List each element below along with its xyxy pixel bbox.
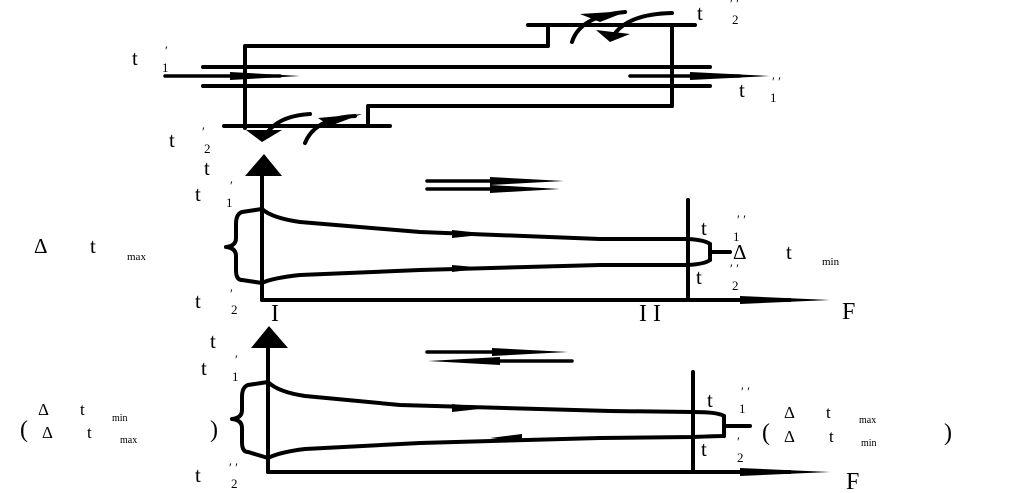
label-t2-dprime-top-sub: 2 bbox=[732, 12, 739, 27]
label-t2p-2-sub: 2 bbox=[737, 450, 744, 465]
label-t1-prime-top-sub: 1 bbox=[162, 60, 169, 75]
shell-return-head bbox=[596, 30, 630, 42]
label-delta-min-1: Δ bbox=[733, 240, 747, 264]
left-brace-1 bbox=[224, 210, 244, 282]
label-t1dp-2-sub: 1 bbox=[739, 401, 746, 416]
shell-outlet-head-2 bbox=[318, 114, 362, 126]
label-t2p-1-sub: 2 bbox=[231, 302, 238, 317]
label-t1dp-2: t bbox=[707, 388, 713, 412]
label-t1p-1: t bbox=[195, 182, 201, 206]
left-brace-2 bbox=[230, 383, 250, 454]
label-roman-one: I bbox=[271, 301, 279, 327]
shell-outlet-head bbox=[246, 130, 282, 142]
label-delta-min-2: Δ bbox=[38, 400, 49, 419]
label-delta-min-1-t: t bbox=[786, 240, 792, 264]
label-t2dp-2-mark: ′ ′ bbox=[229, 460, 238, 475]
cold-curve-2 bbox=[246, 434, 726, 460]
label-t2-prime-top-sub: 2 bbox=[204, 141, 211, 156]
label-delta-max-1-t: t bbox=[90, 234, 96, 258]
flow-arrow-1b-head bbox=[490, 185, 560, 193]
label-delta-min-2-t: t bbox=[80, 400, 85, 419]
bracket-close-right: ) bbox=[944, 420, 952, 446]
label-t1-dprime-top-mark: ′ ′ bbox=[772, 74, 781, 89]
label-t1-prime-top-mark: ′ bbox=[165, 43, 168, 58]
label-t1p-2-sub: 1 bbox=[232, 369, 239, 384]
label-t2p-1-mark: ′ bbox=[230, 286, 233, 301]
bracket-open-right: ( bbox=[762, 420, 770, 446]
label-t1p-1-mark: ′ bbox=[230, 178, 233, 193]
label-delta-max-1-sub: max bbox=[127, 251, 146, 263]
label-roman-two: I I bbox=[639, 301, 661, 327]
inlet-arrowhead bbox=[230, 72, 300, 80]
label-delta-min-2-sub: min bbox=[112, 413, 128, 424]
label-flow-f-1: F bbox=[842, 299, 855, 325]
cold-curve-1 bbox=[240, 258, 712, 285]
hot-curve-2 bbox=[246, 380, 726, 418]
label-flow-f-2: F bbox=[846, 469, 859, 493]
shell-bottom bbox=[366, 104, 674, 128]
label-delta-max-2-t: t bbox=[87, 423, 92, 442]
label-delta-min-3: Δ bbox=[784, 427, 795, 446]
label-delta-max-1: Δ bbox=[34, 234, 48, 258]
label-delta-min-1-sub: min bbox=[822, 256, 840, 268]
label-t2dp-2: t bbox=[195, 463, 201, 487]
bracket-open-left: ( bbox=[20, 417, 28, 443]
flow-arrow-1a-head bbox=[490, 177, 564, 185]
hot-curve-1-arrow bbox=[452, 230, 490, 238]
label-t2-dprime-top: t bbox=[697, 1, 703, 25]
label-t1dp-2-mark: ′ ′ bbox=[741, 384, 750, 399]
curve-arrow-2 bbox=[452, 404, 488, 412]
label-t2p-2-mark: ′ bbox=[737, 434, 740, 449]
label-axis-t-1: t bbox=[204, 156, 210, 180]
label-t1-dprime-top: t bbox=[739, 78, 745, 102]
bracket-close-left: ) bbox=[210, 417, 218, 443]
flow-arrow-2b-head bbox=[428, 357, 500, 365]
label-delta-max-3-sub: max bbox=[859, 415, 876, 426]
label-t1-dprime-top-sub: 1 bbox=[770, 90, 777, 105]
label-t2dp-1-sub: 2 bbox=[732, 278, 739, 293]
label-t1p-1-sub: 1 bbox=[226, 195, 233, 210]
label-t1dp-1-sub: 1 bbox=[733, 229, 740, 244]
label-t2p-2: t bbox=[701, 437, 707, 461]
label-t2dp-1-mark: ′ ′ bbox=[730, 261, 739, 276]
exchanger-schematic: t ′ 1 t ′ ′ 2 t ′ ′ 1 t ′ 2 bbox=[132, 0, 781, 156]
label-t2dp-2-sub: 2 bbox=[231, 476, 238, 491]
label-delta-max-3-t: t bbox=[826, 403, 831, 422]
cold-curve-1-arrow bbox=[452, 265, 486, 272]
label-delta-max-2-sub: max bbox=[120, 435, 137, 446]
label-t2-dprime-top-mark: ′ ′ bbox=[730, 0, 739, 11]
label-axis-t-2: t bbox=[210, 329, 216, 353]
x-axis-2-arrowhead bbox=[740, 468, 830, 476]
label-t2-prime-top: t bbox=[169, 128, 175, 152]
hot-curve-1 bbox=[240, 207, 712, 246]
y-axis-2-arrowhead bbox=[251, 326, 288, 348]
outlet-arrowhead bbox=[690, 72, 770, 80]
label-t1p-2: t bbox=[201, 356, 207, 380]
x-axis-1-arrowhead bbox=[740, 296, 830, 304]
label-t1p-2-mark: ′ bbox=[235, 352, 238, 367]
counter-flow-graph: t t ′ 1 t ′ ′ 2 ( Δ t min Δ t max ) t ′ … bbox=[20, 326, 952, 493]
curve-arrow-2b bbox=[490, 434, 522, 442]
label-t1dp-1-mark: ′ ′ bbox=[737, 212, 746, 227]
y-axis-1-arrowhead bbox=[245, 154, 282, 176]
label-delta-max-2: Δ bbox=[42, 423, 53, 442]
label-t2dp-1: t bbox=[696, 265, 702, 289]
flow-arrow-2a-head bbox=[492, 348, 568, 356]
label-t1-prime-top: t bbox=[132, 46, 138, 70]
parallel-flow-graph: t t ′ 1 t ′ 2 Δ t max t ′ ′ 1 Δ t min t … bbox=[34, 154, 855, 327]
shell-inlet-head bbox=[580, 11, 628, 22]
label-t2p-1: t bbox=[195, 289, 201, 313]
label-delta-min-3-t: t bbox=[829, 427, 834, 446]
label-delta-min-3-sub: min bbox=[861, 438, 877, 449]
label-delta-max-3: Δ bbox=[784, 403, 795, 422]
label-t1dp-1: t bbox=[701, 216, 707, 240]
label-t2-prime-top-mark: ′ bbox=[202, 124, 205, 139]
